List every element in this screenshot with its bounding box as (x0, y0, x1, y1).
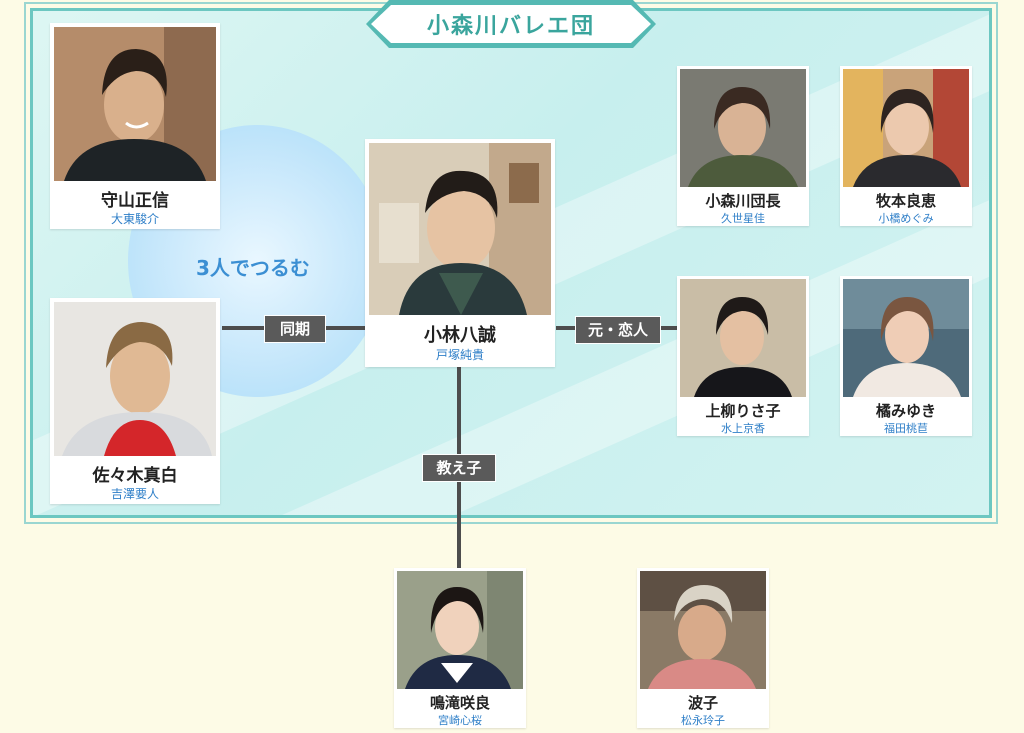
character-photo (640, 571, 766, 689)
character-name: 小森川団長 (705, 192, 781, 210)
character-card[interactable]: 橘みゆき 福田桃苣 (840, 276, 972, 436)
character-photo (397, 571, 523, 689)
relation-tag-moto-koibito: 元・恋人 (575, 316, 661, 344)
character-name: 守山正信 (101, 191, 169, 211)
relation-tag-oshiego: 教え子 (422, 454, 496, 482)
character-card[interactable]: 上柳りさ子 水上京香 (677, 276, 809, 436)
actor-name: 久世星佳 (721, 212, 765, 225)
trio-bubble-label: 3人でつるむ (196, 256, 310, 280)
character-card[interactable]: 波子 松永玲子 (637, 568, 769, 728)
actor-name: 宮崎心桜 (438, 714, 482, 727)
character-photo (680, 69, 806, 187)
character-name: 橘みゆき (875, 402, 936, 420)
actor-name: 水上京香 (721, 422, 765, 435)
actor-name: 小橋めぐみ (878, 212, 934, 225)
character-name: 波子 (687, 694, 718, 712)
relation-tag-douki: 同期 (264, 315, 326, 343)
character-photo (843, 69, 969, 187)
group-title: 小森川バレエ団 (371, 5, 651, 43)
character-photo (54, 302, 216, 456)
actor-name: 吉澤要人 (110, 487, 159, 501)
actor-name: 福田桃苣 (884, 422, 928, 435)
character-name: 上柳りさ子 (705, 402, 781, 420)
character-card[interactable]: 牧本良恵 小橋めぐみ (840, 66, 972, 226)
character-card[interactable]: 佐々木真白 吉澤要人 (50, 298, 220, 504)
character-card-center[interactable]: 小林八誠 戸塚純貴 (365, 139, 555, 367)
actor-name: 大東駿介 (110, 212, 159, 226)
character-photo (369, 143, 551, 315)
character-name: 鳴滝咲良 (429, 694, 490, 712)
character-name: 小林八誠 (424, 325, 496, 346)
character-name: 佐々木真白 (92, 466, 178, 486)
character-photo (54, 27, 216, 181)
character-card[interactable]: 鳴滝咲良 宮崎心桜 (394, 568, 526, 728)
character-card[interactable]: 守山正信 大東駿介 (50, 23, 220, 229)
character-card[interactable]: 小森川団長 久世星佳 (677, 66, 809, 226)
character-name: 牧本良恵 (875, 192, 936, 210)
character-photo (843, 279, 969, 397)
actor-name: 松永玲子 (681, 714, 725, 727)
character-photo (680, 279, 806, 397)
actor-name: 戸塚純貴 (435, 348, 484, 362)
